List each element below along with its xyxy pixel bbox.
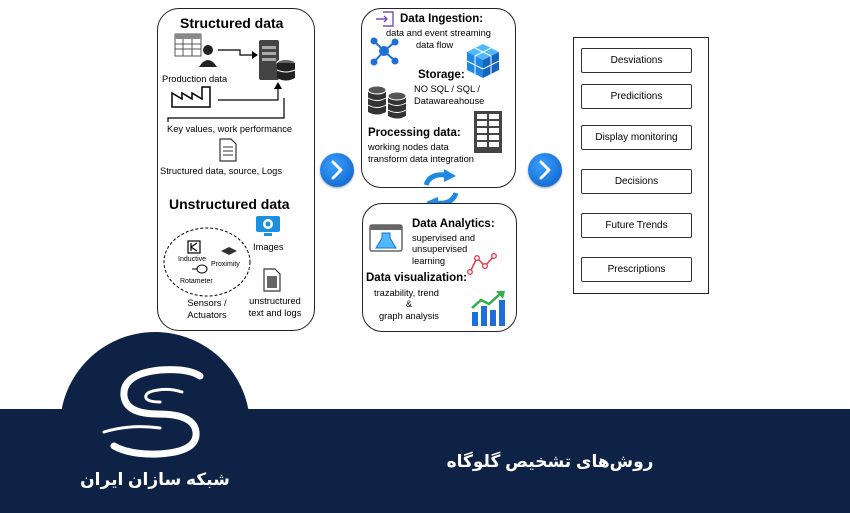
analytics-desc-line1: supervised and	[412, 233, 476, 243]
server-rack-icon	[474, 111, 502, 153]
logo-text: شبکه سازان ایران	[80, 470, 230, 489]
bar-chart-trend-icon	[471, 291, 505, 326]
database-cylinders-icon	[367, 85, 407, 119]
storage-desc-line2: Datawareahouse	[414, 96, 485, 106]
structured-data-title: Structured data	[180, 15, 284, 31]
inductive-sensor-icon	[187, 240, 201, 254]
text-logs-label-line2: text and logs	[248, 308, 302, 318]
log-document-icon	[263, 268, 281, 292]
output-display-monitoring: Display monitoring	[581, 125, 692, 150]
chevron-right-icon	[539, 160, 551, 180]
analytics-desc-line3: learning	[412, 256, 446, 266]
output-desviations: Desviations	[581, 48, 692, 73]
company-logo-icon	[102, 366, 204, 458]
images-label: Images	[253, 242, 284, 252]
visualization-desc-line1: trazability, trend	[374, 288, 439, 298]
production-data-label: Production data	[162, 74, 228, 84]
document-icon	[219, 138, 237, 162]
analytics-desc-line2: unsupervised	[412, 244, 468, 254]
network-hub-icon	[370, 37, 399, 66]
unstructured-data-title: Unstructured data	[169, 196, 290, 212]
sensors-label-line2: Actuators	[187, 310, 227, 320]
analytics-window-icon	[369, 224, 403, 252]
output-predicitions: Predicitions	[581, 84, 692, 109]
login-icon	[376, 11, 394, 27]
visualization-desc-line3: graph analysis	[379, 311, 439, 321]
data-visualization-title: Data visualization:	[366, 272, 467, 284]
image-monitor-icon	[256, 216, 280, 236]
structured-sources-label: Structured data, source, Logs	[160, 166, 282, 176]
factory-icon	[171, 86, 211, 108]
storage-title: Storage:	[418, 69, 465, 81]
proximity-sensor-icon	[221, 247, 237, 255]
text-logs-label-line1: unstructured	[249, 296, 301, 306]
banner-title: روش‌های تشخیص گلوگاه	[446, 452, 654, 471]
rotameter-label: Rotameter	[180, 278, 213, 285]
sensors-label-line1: Sensors /	[187, 298, 227, 308]
storage-desc-line1: NO SQL / SQL /	[414, 84, 480, 94]
output-future-trends: Future Trends	[581, 213, 692, 238]
output-prescriptions: Prescriptions	[581, 257, 692, 282]
key-values-label: Key values, work performance	[167, 124, 293, 134]
logo-badge	[60, 332, 250, 513]
inductive-label: Inductive	[178, 256, 207, 263]
server-database-icon	[259, 40, 296, 81]
line-graph-icon	[467, 253, 497, 275]
cube-stack-icon	[466, 44, 500, 78]
next-arrow-button[interactable]	[528, 153, 562, 187]
ingestion-storage-processing-panel	[361, 8, 516, 188]
data-ingestion-desc-line2: data flow	[416, 40, 454, 50]
table-user-icon	[174, 33, 217, 67]
outcomes-panel	[573, 37, 709, 294]
processing-desc-line2: transform data integration	[368, 154, 474, 164]
chevron-right-icon	[331, 160, 343, 180]
proximity-label: Proximity	[211, 261, 240, 268]
flow-arrow-icon	[167, 98, 285, 122]
output-decisions: Decisions	[581, 169, 692, 194]
data-ingestion-desc-line1: data and event streaming	[386, 28, 491, 38]
processing-desc-line1: working nodes data	[368, 142, 449, 152]
sensors-group-outline	[163, 227, 251, 297]
next-arrow-button[interactable]	[320, 153, 354, 187]
processing-data-title: Processing data:	[368, 127, 461, 139]
rotameter-icon	[192, 264, 208, 274]
data-ingestion-title: Data Ingestion:	[400, 13, 484, 25]
flow-arrow-icon	[218, 82, 282, 101]
flow-arrow-icon	[218, 49, 258, 59]
data-analytics-title: Data Analytics:	[412, 218, 495, 230]
visualization-desc-line2: &	[405, 299, 413, 309]
